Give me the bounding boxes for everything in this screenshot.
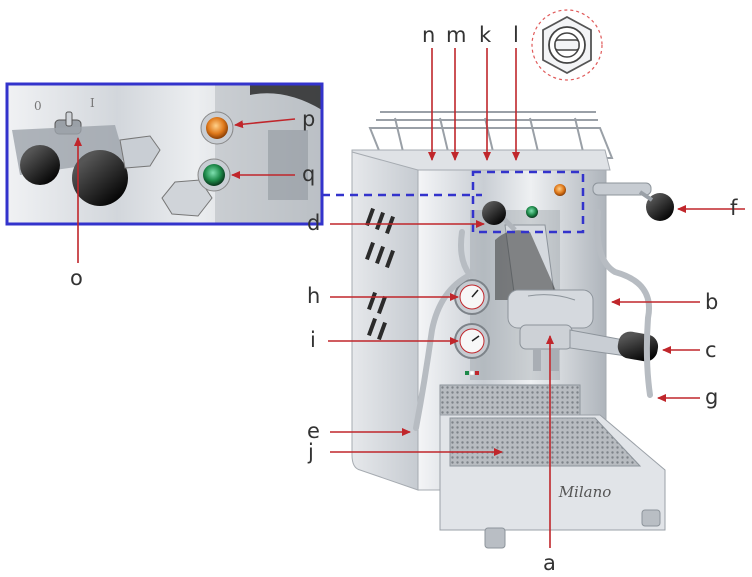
flag-badge xyxy=(465,370,479,376)
inset-connector xyxy=(322,170,585,234)
label-a: a xyxy=(543,551,556,575)
label-h: h xyxy=(307,284,320,308)
inset-border xyxy=(5,82,324,226)
front-foot-left xyxy=(484,527,506,549)
label-c: c xyxy=(705,338,717,362)
inset-brew-lever xyxy=(12,125,161,206)
label-p: p xyxy=(302,107,315,131)
espresso-machine: Milano xyxy=(351,111,674,549)
label-o: o xyxy=(70,266,83,290)
brew-lever xyxy=(482,201,517,232)
annotation-labels: n m k l p q o f d h i b g c e j a xyxy=(70,23,738,575)
brand-name: Milano xyxy=(558,483,612,501)
label-f: f xyxy=(730,196,738,220)
label-q: q xyxy=(302,162,315,186)
hot-water-wand xyxy=(594,209,653,398)
switch-panel-inset: 0 I xyxy=(5,82,324,226)
label-e: e xyxy=(307,419,320,443)
inset-green-pilot-light xyxy=(197,158,231,192)
annotation-arrows xyxy=(74,48,745,548)
inset-orange-pilot-light xyxy=(200,111,234,145)
hex-nut-with-slot-icon xyxy=(531,9,603,81)
cup-warmer-rail xyxy=(368,111,614,161)
boiler-pressure-gauge xyxy=(454,279,490,315)
label-j: j xyxy=(307,440,314,464)
heating-pilot-light xyxy=(554,184,566,196)
label-d: d xyxy=(307,211,320,235)
steam-wand xyxy=(413,229,475,431)
brew-group xyxy=(495,224,594,329)
label-b: b xyxy=(705,290,718,314)
label-i: i xyxy=(310,328,316,352)
inset-mark-off: 0 xyxy=(34,99,42,113)
pump-pressure-gauge xyxy=(454,323,490,359)
side-panel xyxy=(351,151,419,491)
front-foot-right xyxy=(641,509,661,527)
label-g: g xyxy=(705,385,718,409)
label-m: m xyxy=(446,23,466,47)
inset-mark-on: I xyxy=(90,96,95,110)
steam-valve-knob xyxy=(592,182,674,221)
label-k: k xyxy=(479,23,492,47)
label-n: n xyxy=(422,23,435,47)
label-l: l xyxy=(513,23,519,47)
power-pilot-light xyxy=(526,206,538,218)
upper-drip-grate xyxy=(439,384,581,416)
